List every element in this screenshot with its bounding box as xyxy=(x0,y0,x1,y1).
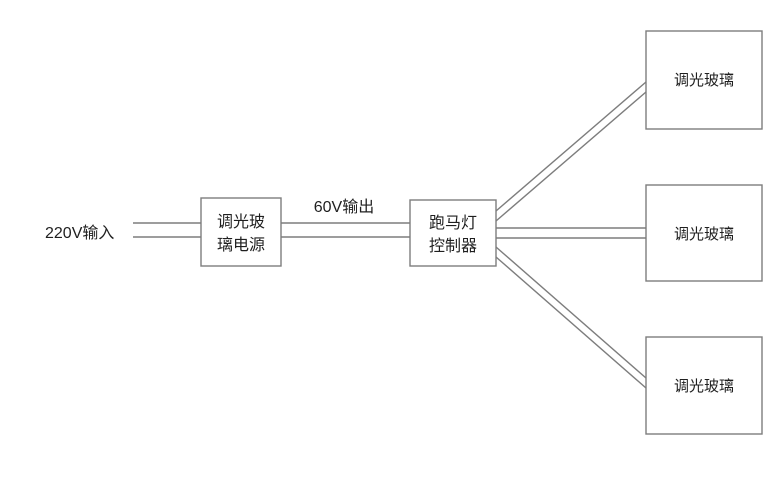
panel3-wire-bottom xyxy=(495,256,647,389)
power-supply-label-line1: 调光玻 xyxy=(217,213,265,231)
panel1-wire-bottom xyxy=(495,91,647,222)
glass-panel-label-1: 调光玻璃 xyxy=(674,72,734,89)
input-voltage-label: 220V输入 xyxy=(45,224,114,242)
glass-panel-box-1 xyxy=(645,30,763,130)
panel1-wire-top xyxy=(495,81,647,212)
glass-panel-label-3: 调光玻璃 xyxy=(674,378,734,395)
controller-label-line2: 控制器 xyxy=(429,237,477,255)
power-supply-label-line2: 璃电源 xyxy=(217,236,265,254)
labels-group: 220V输入 60V输出 调光玻 璃电源 跑马灯 控制器 调光玻璃 调光玻璃 调… xyxy=(45,72,734,395)
boxes-group xyxy=(200,30,763,435)
glass-panel-box-2 xyxy=(645,184,763,282)
glass-panel-label-2: 调光玻璃 xyxy=(674,226,734,243)
panel3-wire-top xyxy=(495,246,647,379)
power-supply-box xyxy=(200,197,282,267)
output-voltage-label: 60V输出 xyxy=(314,198,374,216)
controller-box xyxy=(409,199,497,267)
wires-group xyxy=(133,81,647,389)
glass-panel-box-3 xyxy=(645,336,763,435)
controller-label-line1: 跑马灯 xyxy=(429,214,477,232)
